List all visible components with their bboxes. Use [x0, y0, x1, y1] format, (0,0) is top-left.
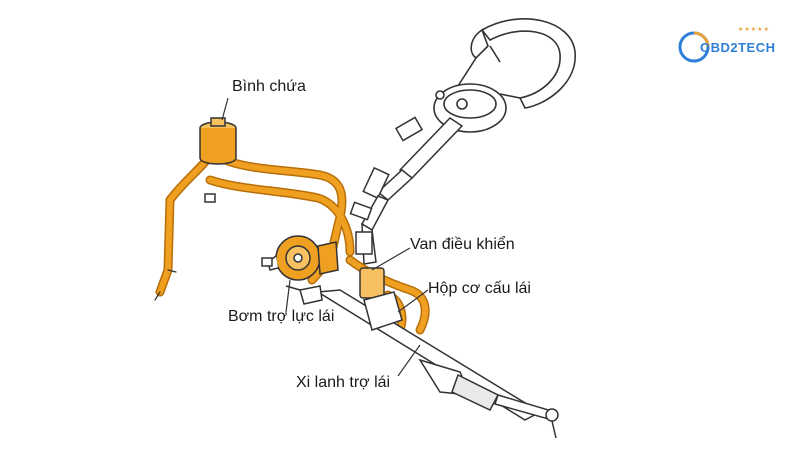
- brand-logo-icon: [678, 31, 710, 63]
- label-power-pump: Bơm trợ lực lái: [228, 308, 335, 325]
- leader-lines: [221, 97, 429, 377]
- label-power-cylinder: Xi lanh trợ lái: [296, 374, 391, 391]
- label-control-valve: Van điều khiển: [410, 236, 515, 253]
- power-steering-pump: [261, 235, 339, 281]
- steering-rack: [285, 267, 559, 439]
- label-steering-gear-box: Hộp cơ cấu lái: [428, 280, 531, 297]
- logo-stars: ★★★★★: [738, 27, 770, 33]
- logo-text: OBD2TECH: [700, 40, 776, 55]
- label-reservoir: Bình chứa: [232, 78, 306, 95]
- steering-column: [349, 116, 464, 265]
- reservoir: [199, 117, 237, 203]
- steering-wheel: [433, 18, 576, 133]
